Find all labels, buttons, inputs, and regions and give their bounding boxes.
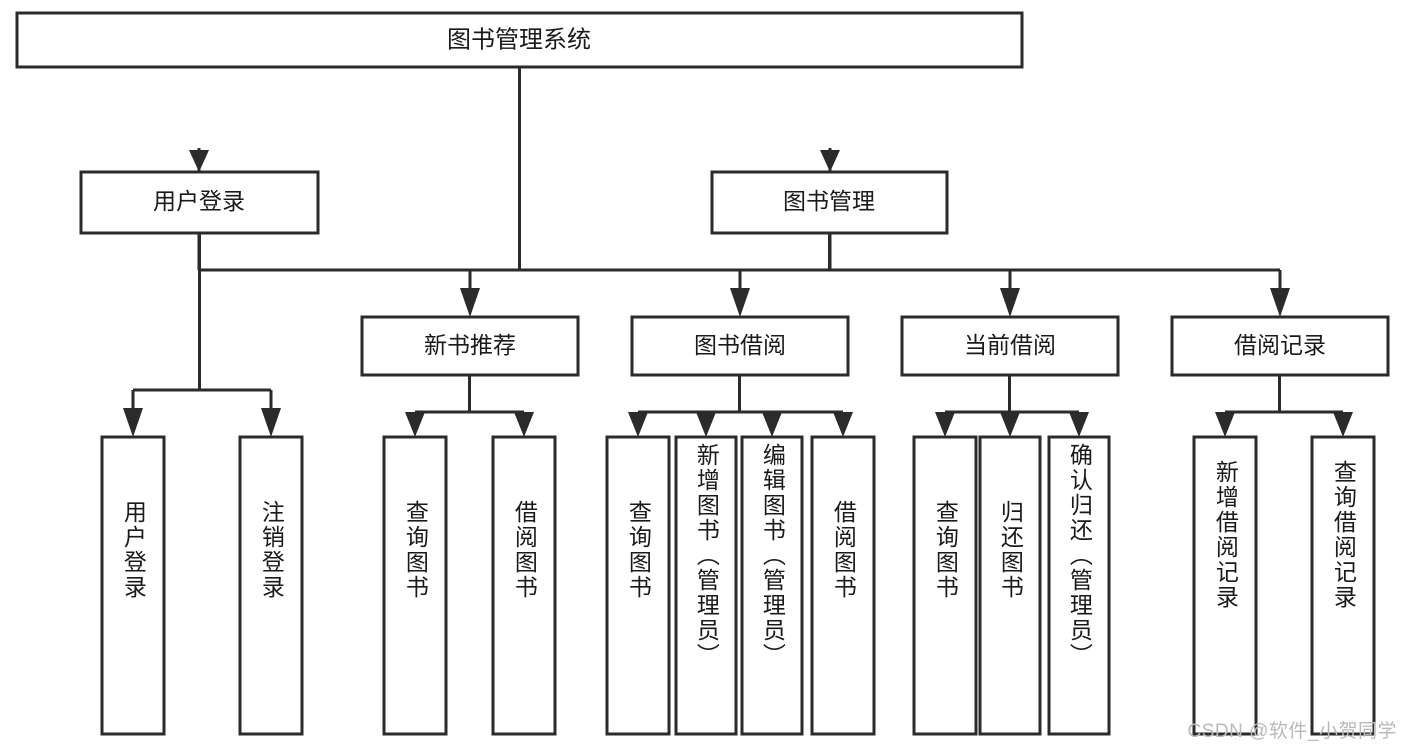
leaf-current-return-books[interactable] xyxy=(978,435,1042,736)
connector-group-root xyxy=(197,67,832,272)
arrow-bookborrow-leaf-3 xyxy=(762,412,782,437)
connector-group-bookborrow xyxy=(628,375,853,437)
arrow-currentborrow-leaf-3 xyxy=(1069,412,1089,437)
arrow-bookborrow-leaf-4 xyxy=(833,412,853,437)
arrow-to-bookmgmt xyxy=(820,150,840,172)
node-borrow-records[interactable] xyxy=(1170,315,1390,377)
leaf-newbook-borrow-books[interactable] xyxy=(491,435,557,736)
node-new-book-recommend[interactable] xyxy=(360,315,580,377)
label-book-management: 图书管理 xyxy=(783,188,875,214)
arrow-bookborrow-leaf-1 xyxy=(628,412,648,437)
arrow-borrowrecords-leaf-1 xyxy=(1215,412,1235,437)
leaf-borrow-add-book-admin[interactable] xyxy=(674,435,738,736)
leaf-records-add-record[interactable] xyxy=(1192,435,1258,736)
leaf-current-query-books[interactable] xyxy=(912,435,978,736)
arrow-newbook-leaf-1 xyxy=(405,412,425,437)
arrow-borrowrecords-leaf-2 xyxy=(1333,412,1353,437)
arrow-to-newbook xyxy=(460,288,480,317)
leaf-boxes xyxy=(100,435,1376,736)
label-current-borrow: 当前借阅 xyxy=(964,332,1056,358)
leaf-logout[interactable] xyxy=(238,435,304,736)
leaf-borrow-edit-book-admin[interactable] xyxy=(740,435,804,736)
leaf-borrow-borrow-books[interactable] xyxy=(810,435,876,736)
label-root-system: 图书管理系统 xyxy=(447,26,591,53)
leaf-user-login[interactable] xyxy=(100,435,166,736)
leaf-records-query-record[interactable] xyxy=(1310,435,1376,736)
label-book-borrow: 图书借阅 xyxy=(694,332,786,358)
connector-group-userlogin xyxy=(123,233,281,437)
arrow-userlogin-leaf-2 xyxy=(261,408,281,437)
node-current-borrow[interactable] xyxy=(900,315,1120,377)
arrowheads-level1 xyxy=(189,150,840,172)
arrow-to-currentborrow xyxy=(1000,288,1020,317)
connector-group-bookmgmt xyxy=(460,233,1290,317)
arrow-userlogin-leaf-1 xyxy=(123,408,143,437)
leaf-newbook-query-books[interactable] xyxy=(382,435,448,736)
node-root-system[interactable] xyxy=(15,11,1024,69)
leaf-current-confirm-return-admin[interactable] xyxy=(1047,435,1111,736)
label-new-book-recommend: 新书推荐 xyxy=(424,332,516,358)
leaf-borrow-query-books[interactable] xyxy=(605,435,671,736)
arrow-newbook-leaf-2 xyxy=(514,412,534,437)
arrow-currentborrow-leaf-2 xyxy=(1000,412,1020,437)
node-user-login[interactable] xyxy=(79,170,320,235)
arrow-to-borrowrecords xyxy=(1270,288,1290,317)
label-user-login: 用户登录 xyxy=(153,188,245,214)
arrow-bookborrow-leaf-2 xyxy=(696,412,716,437)
arrow-to-userlogin xyxy=(189,150,209,172)
connector-group-newbook xyxy=(405,375,534,437)
node-book-borrow[interactable] xyxy=(630,315,850,377)
arrow-currentborrow-leaf-1 xyxy=(935,412,955,437)
arrow-to-bookborrow xyxy=(730,288,750,317)
connector-group-currentborrow xyxy=(935,375,1089,437)
label-borrow-records: 借阅记录 xyxy=(1234,332,1326,358)
connector-group-borrowrecords xyxy=(1215,375,1353,437)
